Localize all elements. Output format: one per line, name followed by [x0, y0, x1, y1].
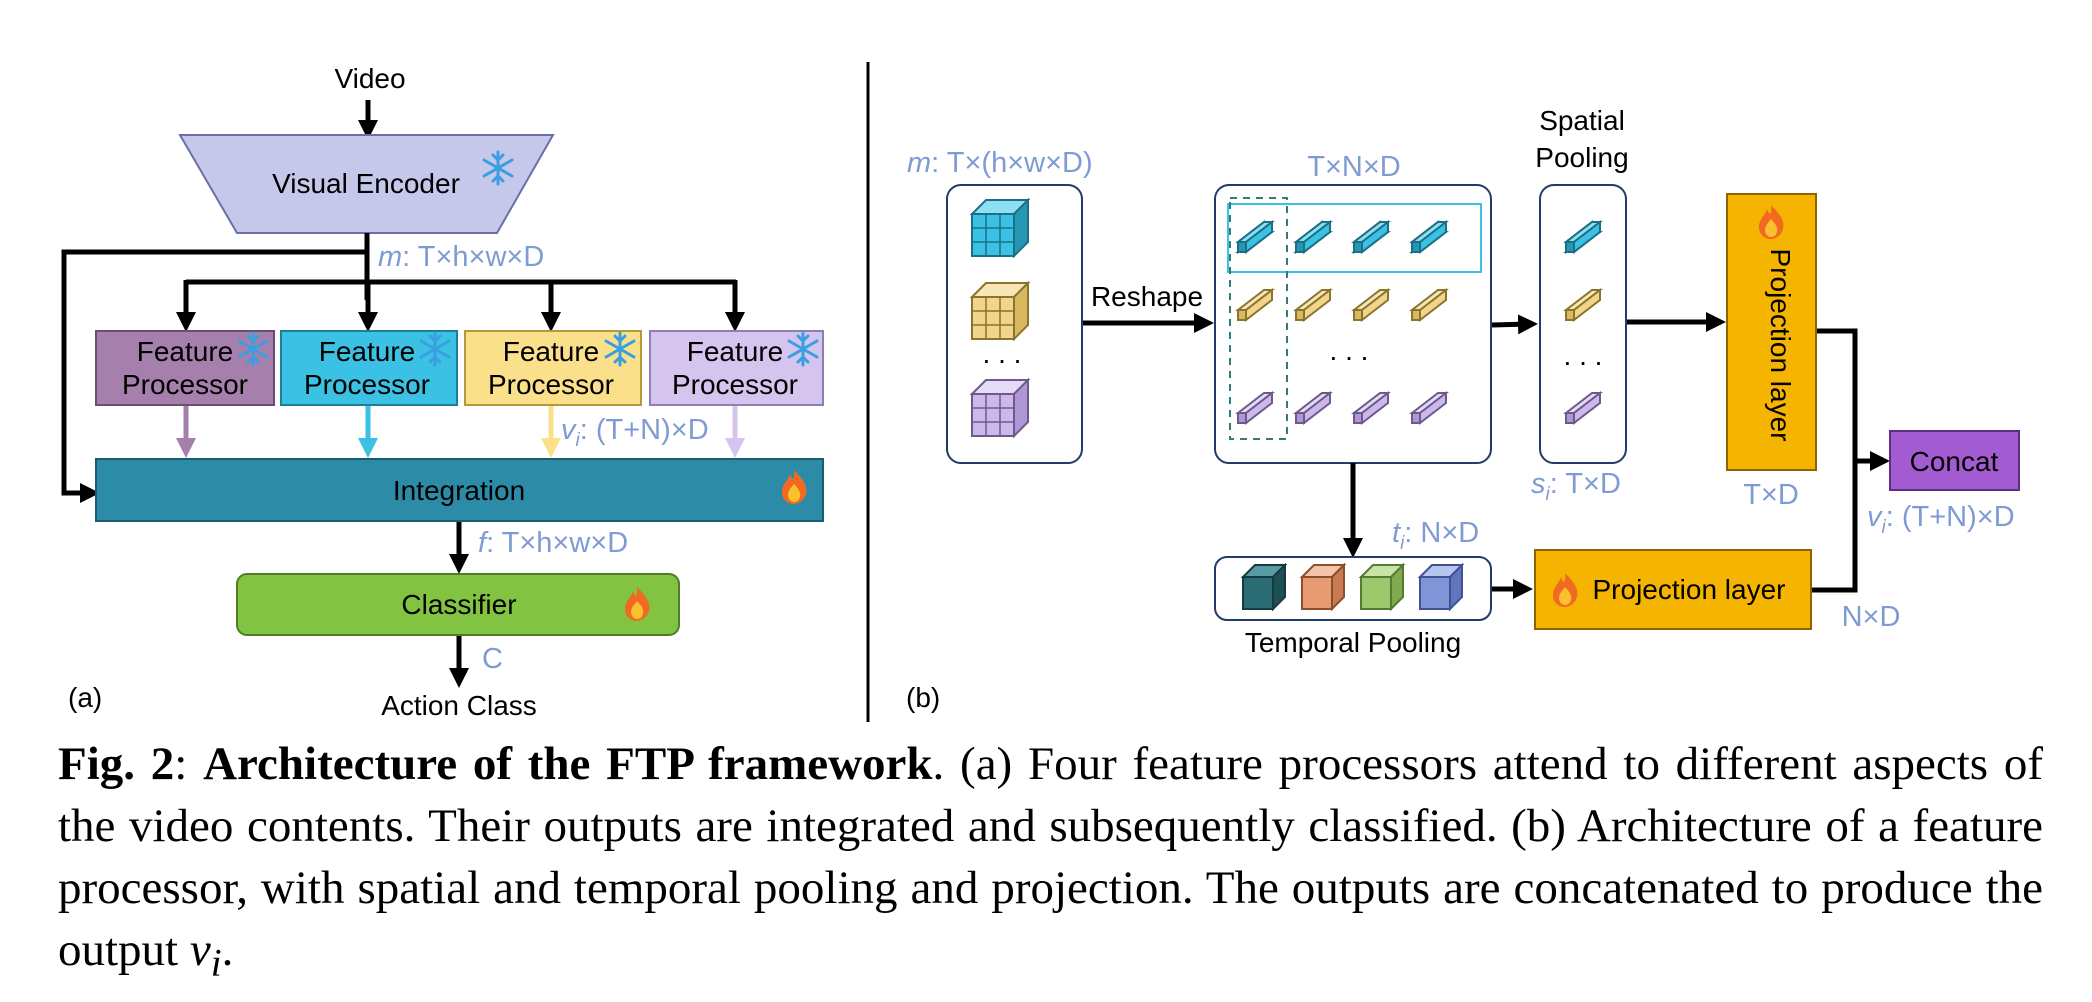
ti-annotation: ti: N×D — [1392, 517, 1479, 554]
integration-block — [95, 458, 824, 522]
grid-yellow-bar — [1411, 289, 1447, 321]
panel-a-tag: (a) — [68, 682, 102, 713]
spatial-projection-dim: T×D — [1743, 479, 1799, 511]
action-class-label: Action Class — [381, 690, 537, 721]
svg-text:Feature: Feature — [137, 336, 234, 367]
spatial-pooling-label-1: Spatial — [1539, 105, 1625, 136]
spatial-projection-layer — [1726, 193, 1817, 471]
caption-v-sub: i — [210, 941, 222, 985]
caption-colon: : — [174, 738, 204, 790]
grid-yellow-bar — [1237, 289, 1273, 321]
grid-cyan-bar — [1411, 221, 1447, 253]
visual-encoder-block — [178, 134, 555, 234]
grid-cyan-bar — [1353, 221, 1389, 253]
si-annotation: si: T×D — [1531, 468, 1621, 505]
temporal-projection-label: Projection layer — [1593, 574, 1786, 605]
temporal-projection-dim: N×D — [1842, 601, 1901, 633]
spatial-yellow-bar — [1565, 289, 1601, 321]
spatial-pooled-box — [1539, 184, 1627, 464]
cyan-feature-cube — [971, 199, 1029, 257]
svg-text:Processor: Processor — [672, 369, 798, 400]
m-input-annotation: m: T×(h×w×D) — [907, 147, 1093, 179]
panel-a: Video Visual Encoder m: T×h×w×D Feature … — [61, 63, 824, 721]
temporal-cube-2 — [1299, 562, 1347, 612]
temporal-cube-3 — [1358, 562, 1406, 612]
grid-purple-bar — [1295, 392, 1331, 424]
vi-annotation: vi: (T+N)×D — [561, 414, 709, 451]
concat-output-annotation: vi: (T+N)×D — [1867, 501, 2015, 538]
spatial-projection-label: Projection layer — [1765, 249, 1796, 442]
reshape-label: Reshape — [1091, 281, 1203, 312]
input-feature-box — [946, 184, 1083, 464]
temporal-cube-4 — [1417, 562, 1465, 612]
caption-title: Architecture of the FTP framework — [203, 738, 933, 790]
skip-connection-arrow — [61, 249, 367, 503]
spatial-cyan-bar — [1565, 221, 1601, 253]
caption-body: . (a) Four feature processors attend to … — [58, 738, 2043, 976]
purple-feature-cube — [971, 379, 1029, 437]
feature-processor-1: Feature Processor — [95, 330, 275, 406]
integration-label: Integration — [393, 475, 525, 506]
panel-b-tag: (b) — [906, 682, 940, 713]
spatial-ellipsis: . . . — [1564, 340, 1603, 371]
temporal-to-concat-line — [1812, 459, 1858, 593]
spatial-highlight-row — [1227, 203, 1482, 273]
m-annotation: m: T×h×w×D — [378, 241, 544, 273]
input-ellipsis: . . . — [983, 338, 1022, 369]
spatial-pool-arrow — [1491, 314, 1538, 335]
grid-cyan-bar — [1295, 221, 1331, 253]
feature-processor-3: Feature Processor — [464, 330, 642, 406]
caption-end: . — [221, 924, 234, 976]
grid-ellipsis: . . . — [1330, 335, 1369, 366]
panel-b: m: T×(h×w×D) . . . Reshape T×N×D . . . S… — [906, 105, 2020, 713]
grid-yellow-bar — [1353, 289, 1389, 321]
temporal-projection-layer — [1534, 549, 1812, 630]
svg-text:Processor: Processor — [122, 369, 248, 400]
spatial-pooling-label-2: Pooling — [1535, 142, 1628, 173]
svg-text:Feature: Feature — [319, 336, 416, 367]
feature-processor-4: Feature Processor — [649, 330, 824, 406]
grid-shape-annotation: T×N×D — [1307, 151, 1400, 183]
temporal-pooled-box — [1214, 556, 1492, 621]
concat-block — [1889, 430, 2020, 491]
grid-purple-bar — [1353, 392, 1389, 424]
svg-text:Feature: Feature — [687, 336, 784, 367]
feature-processor-2: Feature Processor — [280, 330, 458, 406]
yellow-feature-cube — [971, 282, 1029, 340]
c-annotation: C — [482, 643, 503, 675]
svg-text:Feature: Feature — [503, 336, 600, 367]
temporal-cube-1 — [1240, 562, 1288, 612]
concat-label: Concat — [1910, 446, 1999, 477]
temporal-pooling-label: Temporal Pooling — [1245, 627, 1461, 658]
f-annotation: f: T×h×w×D — [478, 527, 628, 559]
grid-cyan-bar — [1237, 221, 1273, 253]
spatial-purple-bar — [1565, 392, 1601, 424]
visual-encoder-label: Visual Encoder — [272, 168, 460, 199]
spatial-to-concat-line — [1817, 328, 1858, 461]
grid-purple-bar — [1411, 392, 1447, 424]
grid-purple-bar — [1237, 392, 1273, 424]
caption-fig-label: Fig. 2 — [58, 738, 175, 790]
grid-yellow-bar — [1295, 289, 1331, 321]
caption-v-var: v — [189, 924, 211, 976]
svg-text:Processor: Processor — [488, 369, 614, 400]
classifier-label: Classifier — [401, 589, 516, 620]
classifier-block — [236, 573, 680, 636]
figure-caption: Fig. 2: Architecture of the FTP framewor… — [58, 733, 2043, 994]
svg-text:Processor: Processor — [304, 369, 430, 400]
video-input-label: Video — [334, 63, 405, 94]
temporal-highlight-column — [1229, 197, 1288, 440]
